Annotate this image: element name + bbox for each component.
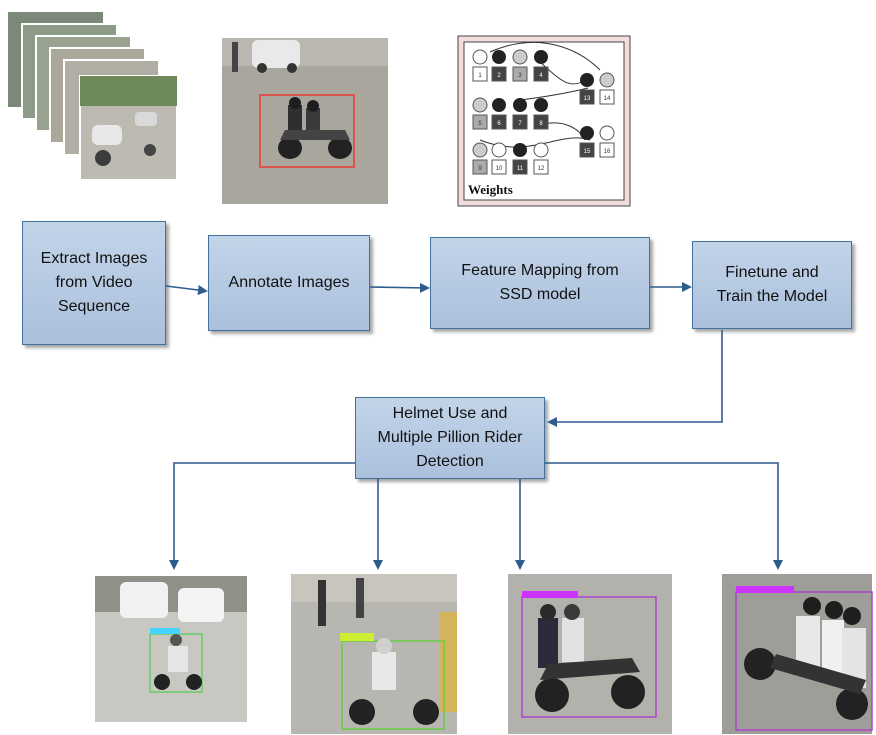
step-detection: Helmet Use and Multiple Pillion Rider De… [355, 397, 545, 479]
node-label: 8 [539, 121, 543, 127]
node-label: 13 [584, 96, 591, 102]
step-finetune-label: Finetune and Train the Model [716, 264, 828, 305]
output-image-4 [722, 574, 873, 734]
arrow-finetune-to-detection [547, 330, 723, 427]
weights-node-squares [472, 66, 615, 175]
step-finetune-train: Finetune and Train the Model [692, 241, 852, 329]
step-feature-label: Feature Mapping from SSD model [461, 262, 619, 303]
node-label: 2 [497, 73, 501, 79]
node-label: 7 [518, 121, 522, 127]
step-extract-label: Extract Images from Video Sequence [40, 250, 148, 315]
node-label: 12 [538, 166, 545, 172]
step-extract-images: Extract Images from Video Sequence [22, 221, 166, 345]
arrow-extract-to-annotate [165, 285, 208, 295]
node-label: 14 [604, 96, 611, 102]
node-label: 1 [478, 73, 482, 79]
node-label: 11 [517, 166, 524, 172]
arrow-to-output-4 [545, 462, 783, 570]
video-frame-stack [8, 12, 178, 181]
step-annotate-images: Annotate Images [208, 235, 370, 331]
node-label: 4 [539, 73, 543, 79]
output-image-1 [95, 576, 247, 722]
output-image-3 [508, 574, 672, 734]
node-label: 15 [584, 149, 591, 155]
input-images: 1 2 3 4 5 6 7 8 9 10 11 12 13 14 15 16 W… [8, 12, 631, 207]
output-image-2 [291, 574, 457, 734]
node-label: 9 [478, 166, 482, 172]
node-label: 6 [497, 121, 501, 127]
arrow-annotate-to-feature [369, 282, 430, 293]
node-label: 5 [478, 121, 482, 127]
node-label: 16 [604, 149, 611, 155]
step-feature-mapping: Feature Mapping from SSD model [430, 237, 650, 329]
step-detection-label: Helmet Use and Multiple Pillion Rider De… [377, 405, 523, 470]
annotated-road-image [222, 38, 388, 204]
weights-caption: Weights [468, 182, 513, 197]
node-label: 10 [496, 166, 503, 172]
node-label: 3 [518, 73, 522, 79]
arrow-to-output-1 [169, 462, 355, 570]
step-annotate-label: Annotate Images [228, 274, 350, 291]
